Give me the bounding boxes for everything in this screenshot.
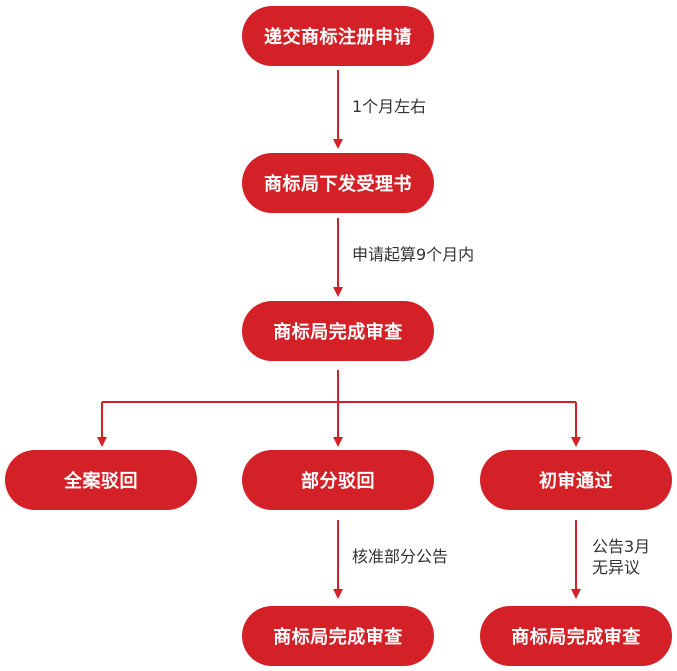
label-pass-announcement-line1: 公告3月 [592, 537, 651, 556]
label-pass-announcement-line2: 无异议 [592, 558, 641, 577]
label-partial-announcement: 核准部分公告 [352, 547, 449, 566]
node-acceptance-notice: 商标局下发受理书 [242, 153, 434, 213]
label-within-nine-months: 申请起算9个月内 [352, 245, 475, 264]
node-reject-all: 全案驳回 [5, 450, 197, 510]
node-preliminary-pass: 初审通过 [480, 450, 672, 510]
node-final-review-partial: 商标局完成审查 [242, 606, 434, 666]
node-review-complete: 商标局完成审查 [242, 301, 434, 361]
label-pass-announcement: 公告3月 无异议 [592, 536, 650, 578]
node-submit-application: 递交商标注册申请 [242, 6, 434, 66]
label-one-month: 1个月左右 [352, 97, 427, 116]
node-final-review-pass: 商标局完成审查 [480, 606, 672, 666]
node-reject-partial: 部分驳回 [242, 450, 434, 510]
